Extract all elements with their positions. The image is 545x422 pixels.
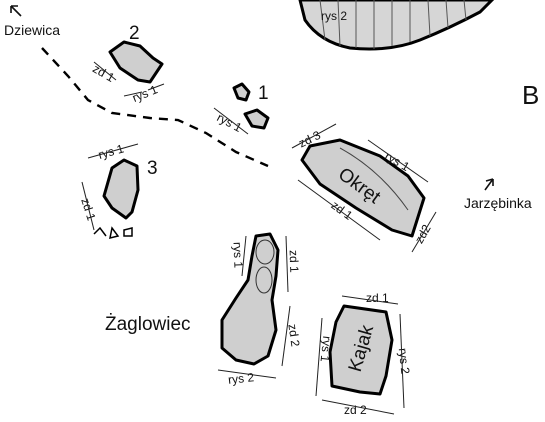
kajak-label-rys2: rys 2	[396, 347, 413, 375]
arrow-ne-icon	[484, 178, 494, 191]
boulder-3: 3 rys 1 zd 1	[78, 141, 158, 240]
boulder-2-label-zd1: zd 1	[90, 61, 117, 85]
zaglowiec-label-zd1: zd 1	[287, 250, 302, 273]
boulder-3-shape	[102, 158, 140, 220]
boulder-kajak: Kajak zd 1 rys 1 rys 2 zd 2	[315, 291, 413, 417]
boulder-1b-shape	[243, 108, 270, 130]
boulder-1: 1 rys 1	[213, 82, 270, 135]
boulder-kajak-shape	[328, 304, 394, 396]
boulder-2-number: 2	[129, 23, 140, 44]
boulder-zaglowiec: Żaglowiec rys 1 zd 1 zd 2 rys 2	[105, 232, 302, 387]
section-letter: B	[522, 80, 539, 110]
okret-bracket-zd1	[297, 179, 381, 241]
boulder-3-number: 3	[147, 158, 158, 179]
boulder-3-bracket-top	[87, 143, 139, 159]
direction-label-jarzebinka: Jarzębinka	[464, 195, 532, 211]
direction-label-dziewica: Dziewica	[4, 22, 60, 38]
boulder-okret: Okręt zd 3 rys 1 zd 1 zd2	[291, 123, 437, 253]
zaglowiec-bracket-rys2	[217, 369, 277, 379]
zaglowiec-label-rys2: rys 2	[227, 370, 255, 387]
boulder-1-label-rys1: rys 1	[215, 110, 245, 135]
okret-bracket-zd2	[411, 211, 437, 253]
okret-detail-line	[339, 147, 409, 211]
boulder-1-bracket	[213, 107, 249, 135]
okret-bracket-rys1	[367, 139, 429, 183]
direction-jarzebinka: Jarzębinka	[464, 178, 532, 211]
okret-bracket-zd3	[291, 123, 337, 149]
kajak-bracket-zd1	[341, 295, 399, 305]
zaglowiec-bracket-zd1	[285, 235, 289, 293]
boulder-3-bracket-left	[81, 181, 95, 231]
zaglowiec-detail-upper	[255, 239, 275, 265]
boulder-2-bracket-zd1	[93, 61, 117, 81]
approach-path	[41, 47, 269, 168]
boulder-1-number: 1	[258, 83, 269, 104]
kajak-bracket-rys2	[399, 313, 405, 409]
zaglowiec-bracket-zd2	[281, 305, 291, 367]
kajak-bracket-zd2	[321, 399, 395, 415]
boulder-okret-shape	[300, 138, 426, 238]
direction-dziewica: Dziewica	[4, 5, 60, 38]
boulder-2: 2 zd 1 rys 1	[90, 23, 165, 105]
zaglowiec-bracket-rys1	[241, 235, 247, 277]
kajak-label-zd1: zd 1	[366, 291, 389, 305]
top-rock-label: rys 2	[321, 9, 347, 23]
small-stones	[93, 226, 133, 240]
boulder-1a-shape	[232, 82, 251, 102]
top-rock: rys 2	[298, 0, 495, 51]
arrow-nw-icon	[10, 5, 22, 17]
boulder-2-bracket-rys1	[123, 83, 165, 97]
zaglowiec-label-zd2: zd 2	[285, 323, 302, 348]
boulder-zaglowiec-shape	[220, 232, 280, 366]
kajak-label-zd2: zd 2	[344, 403, 367, 417]
boulder-zaglowiec-name: Żaglowiec	[105, 314, 191, 335]
zaglowiec-label-rys1: rys 1	[231, 242, 246, 269]
kajak-bracket-rys1	[315, 317, 323, 397]
boulder-2-shape	[108, 40, 164, 84]
zaglowiec-detail-lower	[255, 266, 273, 294]
kajak-label-rys1: rys 1	[318, 335, 335, 363]
